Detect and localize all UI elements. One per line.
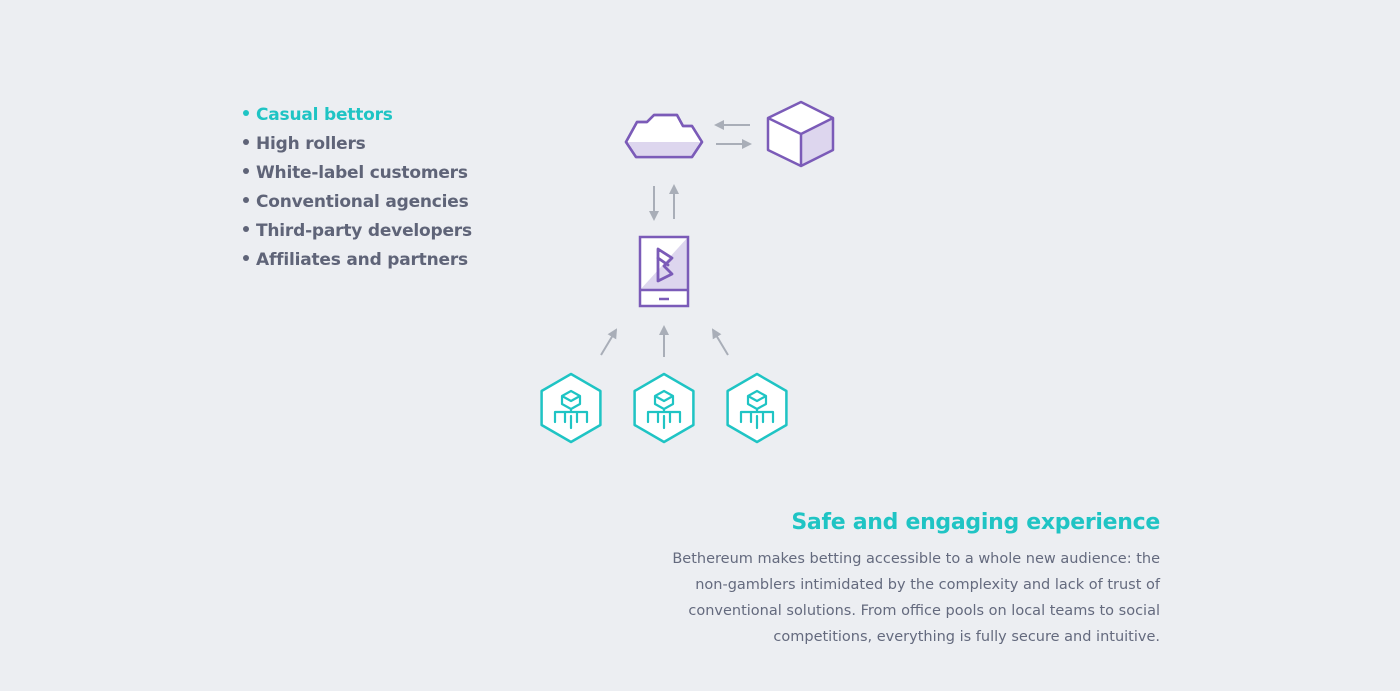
cloud-phone-arrows	[649, 184, 679, 221]
bullet-icon	[243, 255, 249, 261]
phone-app-icon	[638, 235, 690, 308]
audience-item-label: High rollers	[256, 134, 366, 154]
user-phone-arrows	[600, 325, 729, 357]
cube-icon	[766, 100, 835, 168]
bullet-icon	[243, 168, 249, 174]
audience-item-label: White-label customers	[256, 163, 468, 183]
section-title: Safe and engaging experience	[791, 510, 1160, 535]
bullet-icon	[243, 139, 249, 145]
audience-item-white-label: White-label customers	[243, 161, 472, 190]
person-icon	[553, 389, 589, 430]
audience-item-affiliates: Affiliates and partners	[243, 248, 472, 277]
user-hexagon-icon	[540, 372, 602, 444]
person-icon	[739, 389, 775, 430]
section-body: Bethereum makes betting accessible to a …	[672, 551, 1160, 645]
audience-list: Casual bettors High rollers White-label …	[243, 103, 472, 277]
bullet-icon	[243, 197, 249, 203]
app-logo-icon	[656, 247, 674, 283]
bullet-icon	[243, 226, 249, 232]
bullet-icon	[243, 110, 249, 116]
info-section: Safe and engaging experience Bethereum m…	[640, 506, 1160, 650]
cloud-cube-arrows	[714, 120, 752, 149]
audience-item-casual-bettors: Casual bettors	[243, 103, 472, 132]
cloud-icon	[624, 113, 704, 159]
audience-item-conventional-agencies: Conventional agencies	[243, 190, 472, 219]
user-hexagon-icon	[633, 372, 695, 444]
audience-item-label: Third-party developers	[256, 221, 472, 241]
audience-item-label: Affiliates and partners	[256, 250, 468, 270]
user-hexagon-icon	[726, 372, 788, 444]
person-icon	[646, 389, 682, 430]
audience-item-label: Casual bettors	[256, 105, 393, 125]
audience-item-high-rollers: High rollers	[243, 132, 472, 161]
audience-item-label: Conventional agencies	[256, 192, 469, 212]
audience-item-third-party-developers: Third-party developers	[243, 219, 472, 248]
